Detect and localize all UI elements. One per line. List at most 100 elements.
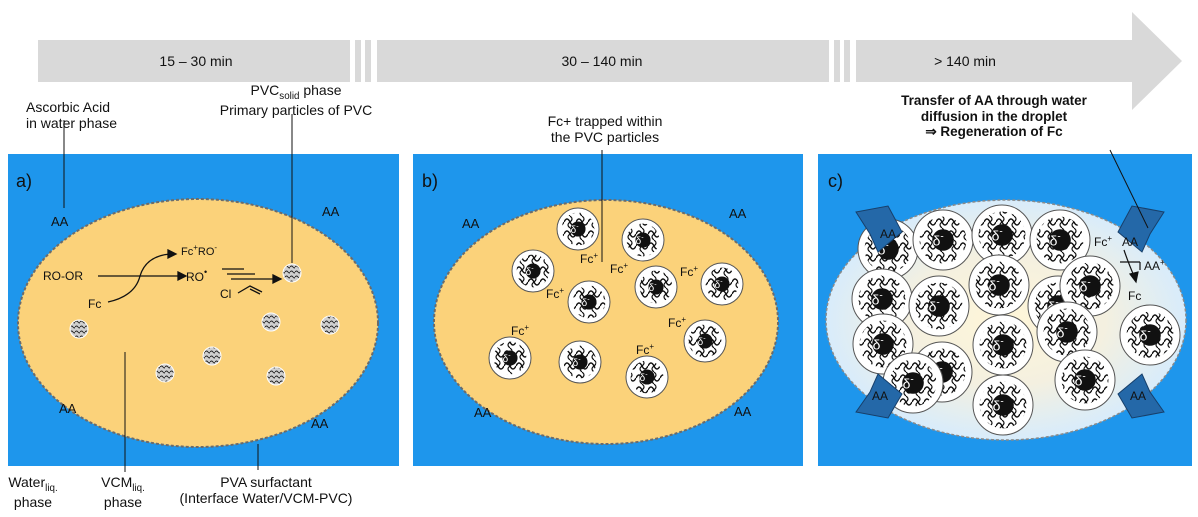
fc-plus-sup: + <box>1107 234 1112 243</box>
particle-core <box>902 372 924 394</box>
delta-minus-label: δ- <box>993 396 1004 413</box>
arrow-head <box>177 270 188 282</box>
water-phase-annotation: Waterliq. phase <box>0 474 66 510</box>
delta-minus-sup: - <box>1000 396 1003 407</box>
particle-core <box>525 263 541 279</box>
ascorbic-line-1: Ascorbic Acid <box>26 99 111 115</box>
pvc-secondary-particle: δ- <box>968 254 1030 316</box>
panel-a-label: a) <box>16 171 32 191</box>
delta-minus-label: δ- <box>933 231 944 248</box>
pvc-secondary-particle: δ- <box>971 204 1033 266</box>
delta-minus-sup: - <box>1147 326 1150 337</box>
delta-minus-sup: - <box>587 297 590 304</box>
panel-c: δ-δ-δ-δ-δ-δ-δ-δ-δ-δ-δ-δ-δ-δ-δ-δ-δ- <box>818 149 1192 466</box>
delta-minus-label: δ- <box>989 276 1000 293</box>
panel-a-primary-particles <box>69 263 340 386</box>
panel-a-aa-bottom-right: AA <box>311 416 329 431</box>
particle-core <box>572 354 588 370</box>
panel-c-fc: Fc <box>1128 289 1141 303</box>
particle-core <box>988 274 1010 296</box>
ro-minus-text: RO <box>198 246 215 258</box>
delta-minus-label: δ- <box>1080 277 1091 294</box>
delta-minus-sup: - <box>910 374 913 385</box>
ro-radical-text: RO <box>186 270 204 284</box>
pvc-secondary-particle: δ- <box>1036 301 1098 363</box>
aa-inflow-arrow <box>855 373 903 419</box>
pvc-secondary-particle: δ- <box>1029 209 1091 271</box>
pvc-particle <box>202 346 222 366</box>
pvc-secondary-particle: δ- <box>912 209 974 271</box>
particle-core <box>872 333 894 355</box>
delta-minus-sup: - <box>1082 371 1085 382</box>
ro-minus-sup: - <box>214 243 217 252</box>
pvc-secondary-particle: δ- <box>972 314 1034 376</box>
pvc-rest: phase <box>299 82 342 98</box>
particle-core <box>991 224 1013 246</box>
particle-core <box>714 276 730 292</box>
delta-minus-label: δ- <box>878 240 889 257</box>
water-line-2: phase <box>13 494 53 511</box>
panel-c-aa-top-left: AA <box>880 227 896 241</box>
delta-minus-sup: - <box>879 290 882 301</box>
pvc-secondary-particle: δ- <box>1054 349 1116 411</box>
pvc-particle <box>69 319 89 339</box>
vcm-line-2: phase <box>103 494 143 511</box>
panel-b-particles: δ-δ-δ-δ-δ-δ-δ-δ-δ-δ- <box>488 207 744 399</box>
pvc-secondary-particle: δ- <box>621 218 665 262</box>
pvc-secondary-particle: δ- <box>851 268 913 330</box>
fc-plus-text: Fc <box>181 246 194 258</box>
transfer-line-2: diffusion in the droplet <box>920 108 1068 124</box>
ro-radical-sup: • <box>204 267 207 277</box>
delta-minus-label: δ- <box>903 374 914 391</box>
aa-plus-sup: + <box>1160 258 1165 267</box>
vcm-sub: liq. <box>132 482 145 494</box>
water-main: Water <box>8 474 46 490</box>
fc-plus-ro-minus-label: Fc+RO- <box>181 243 217 258</box>
panel-b-label: b) <box>422 171 438 191</box>
arrow-head <box>167 248 178 260</box>
delta-minus-label: δ- <box>1075 371 1086 388</box>
delta-minus-label: δ- <box>1050 231 1061 248</box>
fc-plus-sup: + <box>593 251 598 260</box>
particle-core <box>1074 369 1096 391</box>
pvc-particle <box>155 363 175 383</box>
particle-core <box>928 295 950 317</box>
pointer-line <box>1109 149 1149 229</box>
delta-minus-label: δ- <box>526 266 535 278</box>
particle-core <box>1139 324 1161 346</box>
fc-plus-sup: + <box>693 264 698 273</box>
pvc-particle <box>320 315 340 335</box>
fc-plus-text: Fc <box>1094 235 1107 249</box>
delta-minus-label: δ- <box>571 224 580 236</box>
vinyl-chloride-bond <box>237 285 263 294</box>
fc-plus-sup: + <box>193 243 198 252</box>
panel-a-droplet <box>17 198 379 448</box>
panel-b-aa-top-left: AA <box>462 216 480 231</box>
fc-trapped-annotation: Fc+ trapped within the PVC particles <box>520 113 690 145</box>
pva-line-1: PVA surfactant <box>220 474 312 490</box>
delta-minus-sup: - <box>703 336 706 343</box>
pvc-particle <box>282 263 302 283</box>
timeline-stage-3: > 140 min <box>934 53 996 69</box>
aa-inflow-arrow <box>1117 373 1165 419</box>
fc-plus-sup: + <box>649 342 654 351</box>
fc-plus-sup: + <box>559 286 564 295</box>
vcm-main: VCM <box>101 474 133 490</box>
delta-minus-label: δ- <box>698 336 707 348</box>
panel-a-aa-top-right: AA <box>322 204 340 219</box>
particle-core <box>871 288 893 310</box>
timeline-arrowhead <box>856 12 1182 110</box>
delta-minus-sup: - <box>880 335 883 346</box>
particle-core <box>1056 321 1078 343</box>
pvc-main: PVC <box>250 82 280 98</box>
panel-c-fc-plus: Fc+ <box>1094 234 1112 249</box>
delta-minus-sup: - <box>720 279 723 286</box>
timeline-stage-1: 15 – 30 min <box>159 53 232 69</box>
delta-minus-label: δ- <box>640 372 649 384</box>
ro-or-label: RO-OR <box>43 269 83 283</box>
delta-minus-sup: - <box>940 231 943 242</box>
delta-minus-label: δ- <box>1057 323 1068 340</box>
delta-minus-sup: - <box>939 363 942 374</box>
panel-b-aa-bottom-right: AA <box>734 404 752 419</box>
